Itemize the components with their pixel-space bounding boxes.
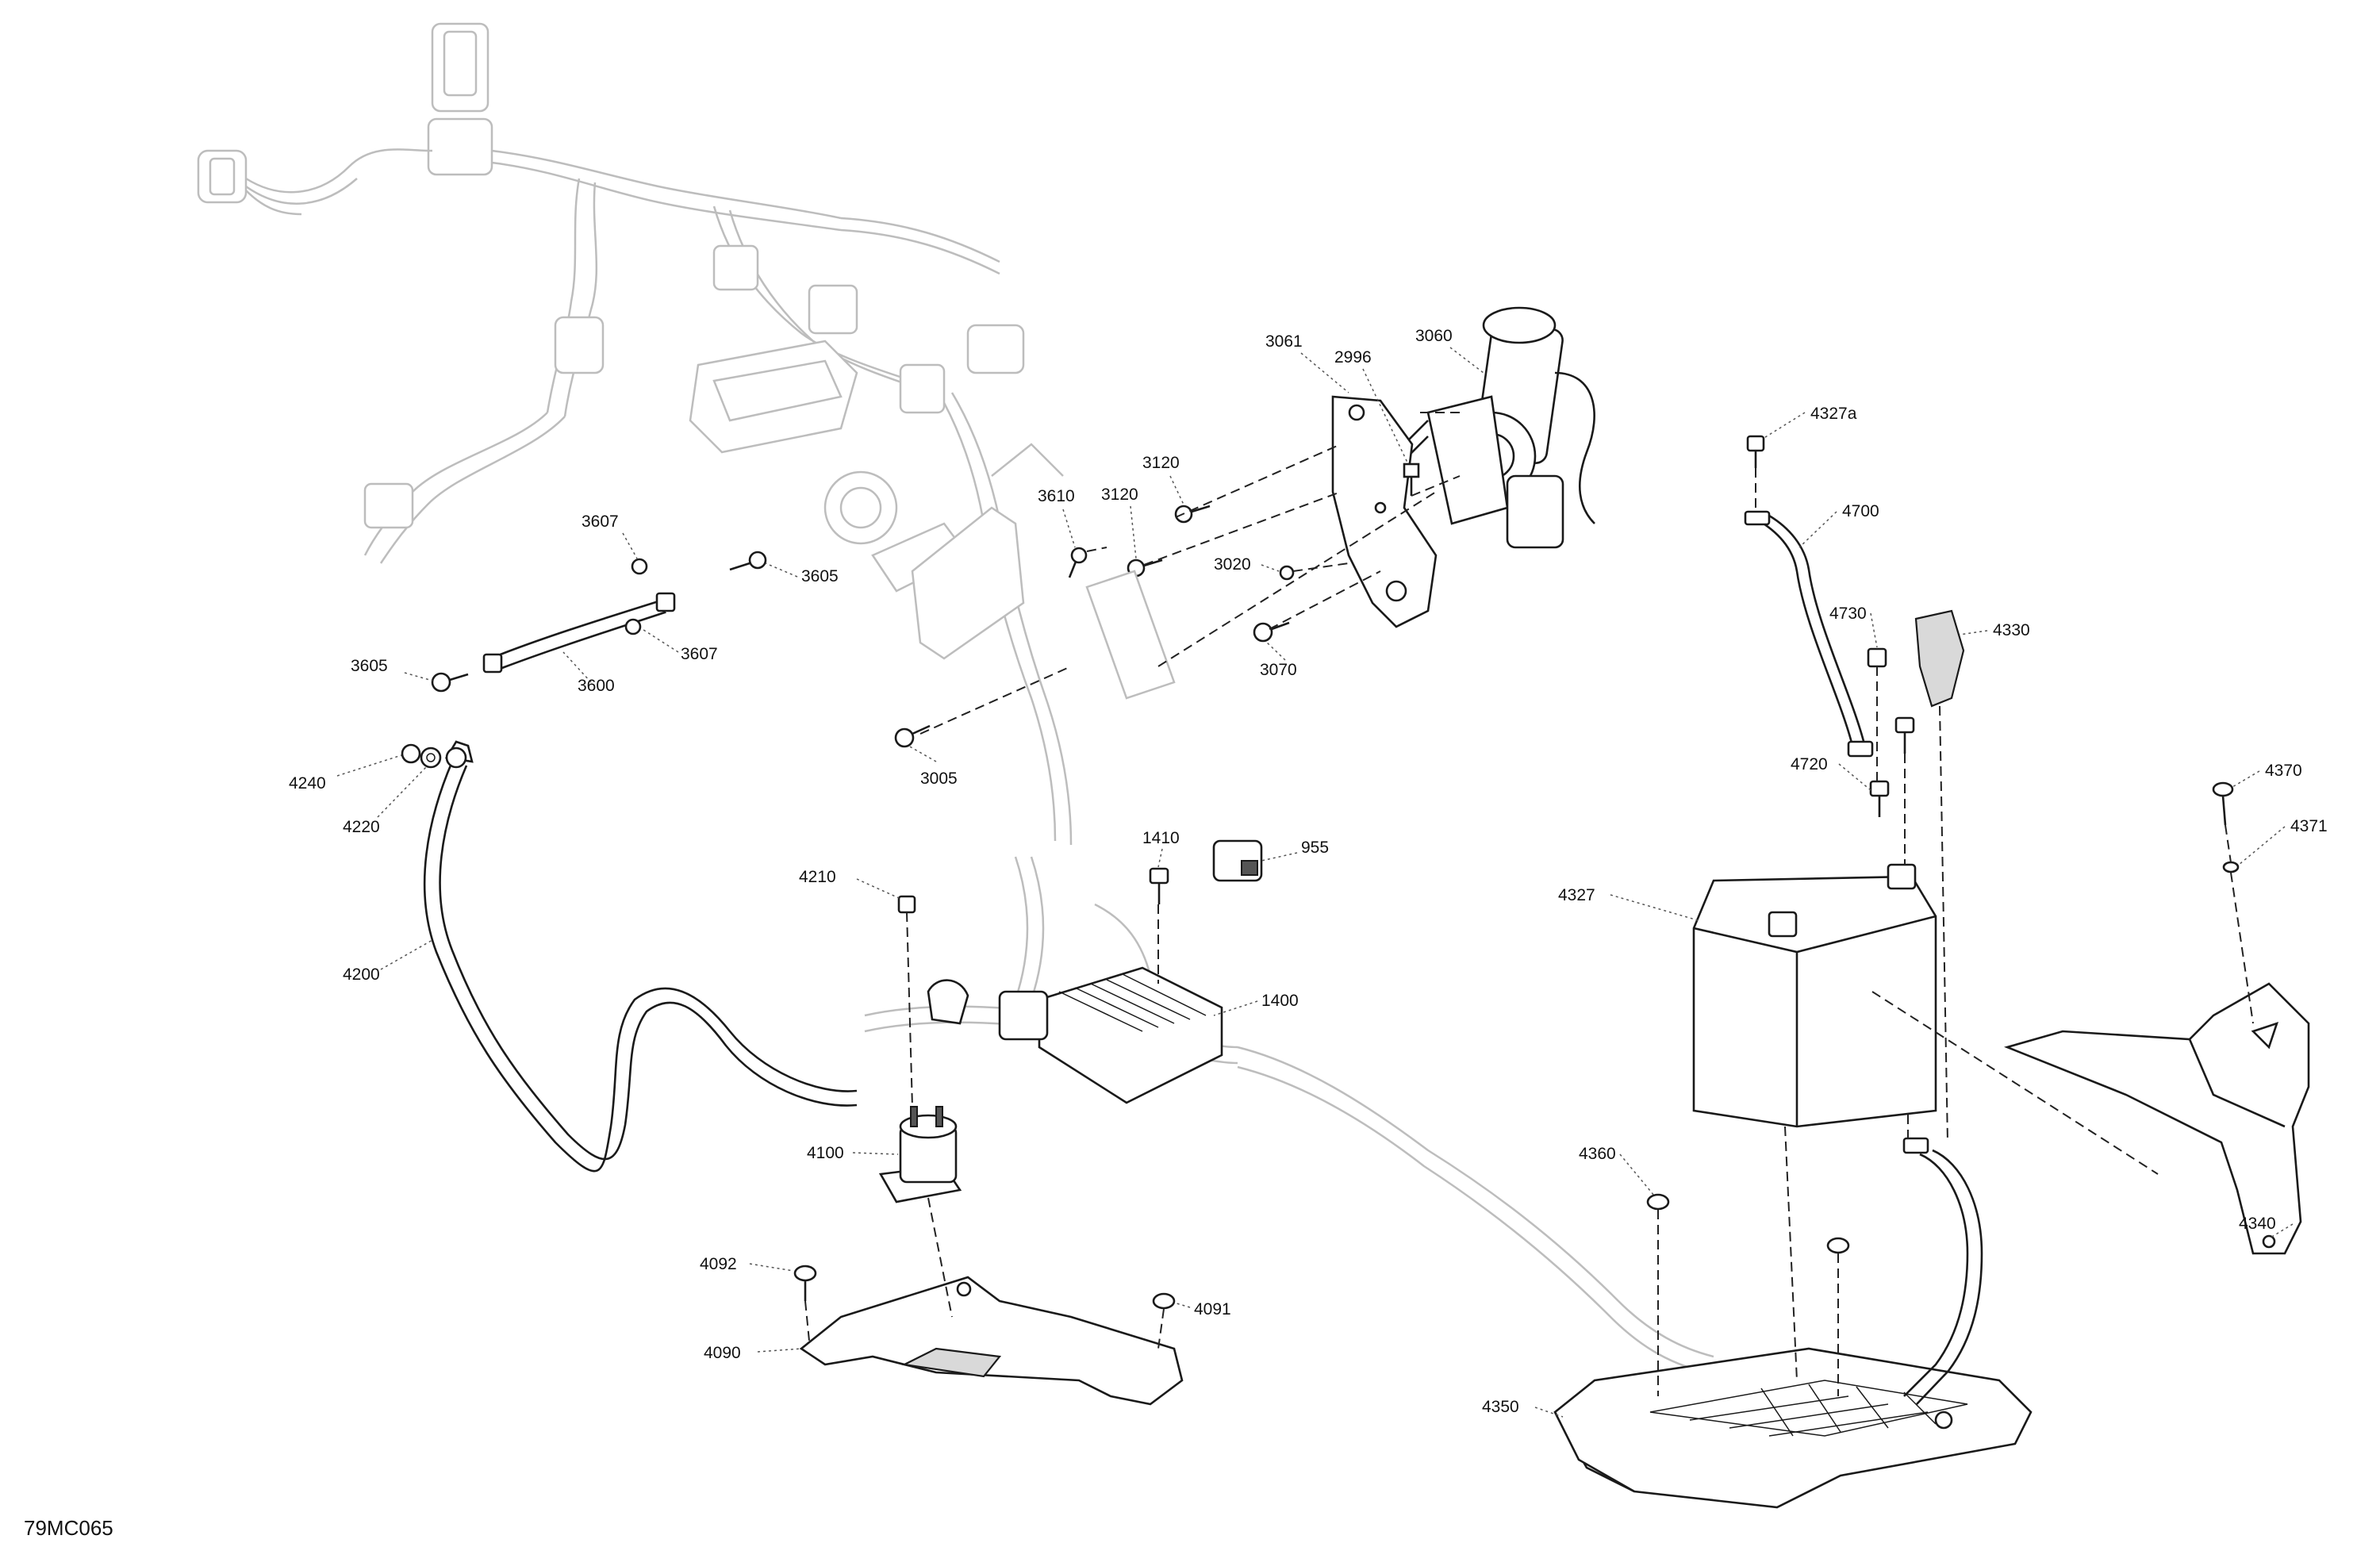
relay-bracket-part — [894, 506, 1176, 748]
main-wiring-harness-ghost — [197, 22, 1714, 1376]
nut-4240-washer-4220-part — [401, 743, 442, 769]
battery-bracket-4340-part — [2003, 982, 2310, 1255]
connector-955-part — [1212, 839, 1263, 882]
callout-1410: 1410 — [1142, 829, 1180, 847]
fastener-4092-part — [793, 1265, 817, 1301]
callout-4327a: 4327a — [1810, 405, 1857, 423]
callout-3605-right: 3605 — [801, 567, 839, 585]
actuator-bracket-part — [1331, 395, 1438, 628]
ground-cable-tray-part — [1902, 1137, 1983, 1405]
callout-4100: 4100 — [807, 1144, 844, 1162]
callout-4371: 4371 — [2290, 817, 2328, 835]
nut-4730-part — [1867, 647, 1887, 668]
callout-4700: 4700 — [1842, 502, 1879, 520]
bolt-3120-upper-part — [1174, 505, 1211, 524]
callout-4220: 4220 — [343, 818, 380, 836]
terminal-cover-4330-part — [1914, 609, 1965, 708]
callout-4210: 4210 — [799, 868, 836, 886]
callout-4720: 4720 — [1791, 755, 1828, 773]
bolt-3610-part — [1068, 547, 1088, 578]
fastener-4360-part — [1646, 1193, 1670, 1211]
solenoid-support-4090-part — [799, 1276, 1184, 1406]
callout-3070: 3070 — [1260, 661, 1297, 679]
callout-3060: 3060 — [1415, 327, 1453, 345]
callout-4730: 4730 — [1829, 605, 1867, 623]
callout-labels: 3061 2996 3060 3120 3120 3610 3020 3070 … — [289, 327, 2328, 1416]
callout-4200: 4200 — [343, 965, 380, 984]
nut-4210-part — [897, 895, 916, 914]
battery-tray-4350-part — [1553, 1347, 2033, 1509]
actuator-motor-part — [1403, 306, 1595, 549]
bolt-4720-part — [1869, 780, 1890, 817]
callout-4091: 4091 — [1194, 1300, 1231, 1318]
bolt-4720-upper-part — [1894, 716, 1915, 754]
callout-3061: 3061 — [1265, 332, 1303, 351]
callout-3607-lower: 3607 — [681, 645, 718, 663]
figure-id: 79MC065 — [24, 1516, 113, 1540]
callout-3120-lower: 3120 — [1101, 486, 1138, 504]
callout-3610: 3610 — [1038, 487, 1075, 505]
callout-3120-upper: 3120 — [1142, 454, 1180, 472]
callout-3005: 3005 — [920, 770, 958, 788]
callout-3607-upper: 3607 — [582, 512, 619, 531]
callout-4330: 4330 — [1993, 621, 2030, 639]
callout-4370: 4370 — [2265, 762, 2302, 780]
callout-2996: 2996 — [1334, 348, 1372, 367]
callout-4340: 4340 — [2239, 1215, 2276, 1233]
callout-4240: 4240 — [289, 774, 326, 793]
nut-3020-part — [1279, 565, 1295, 581]
callout-4350: 4350 — [1482, 1398, 1519, 1416]
callout-3605-left: 3605 — [351, 657, 388, 675]
ground-strap-3600-part — [431, 551, 767, 693]
starter-solenoid-4100-part — [878, 1106, 962, 1203]
callout-4090: 4090 — [704, 1344, 741, 1362]
battery-4327-part — [1692, 863, 1937, 1128]
callout-4327: 4327 — [1558, 886, 1595, 904]
fastener-4091-part — [1152, 1292, 1176, 1310]
bolt-3070-part — [1253, 621, 1290, 643]
washer-4371-part — [2222, 861, 2240, 873]
screw-2996-part — [1403, 463, 1420, 496]
callout-955: 955 — [1301, 839, 1329, 857]
callout-3020: 3020 — [1214, 555, 1251, 574]
rivet-4370-part — [2212, 781, 2234, 826]
callout-1400: 1400 — [1261, 992, 1299, 1010]
callout-3600: 3600 — [578, 677, 615, 695]
leader-lines — [336, 347, 2294, 1418]
callout-4360: 4360 — [1579, 1145, 1616, 1163]
assembly-lines — [804, 412, 2254, 1396]
screw-1410-part — [1149, 867, 1169, 904]
battery-cable-4200-part — [423, 740, 858, 1173]
voltage-regulator-1400-part — [927, 966, 1223, 1104]
callout-4092: 4092 — [700, 1255, 737, 1273]
fastener-4360b-part — [1826, 1237, 1850, 1254]
battery-cable-4700-part — [1744, 510, 1874, 758]
bolt-4327a-part — [1746, 435, 1765, 468]
